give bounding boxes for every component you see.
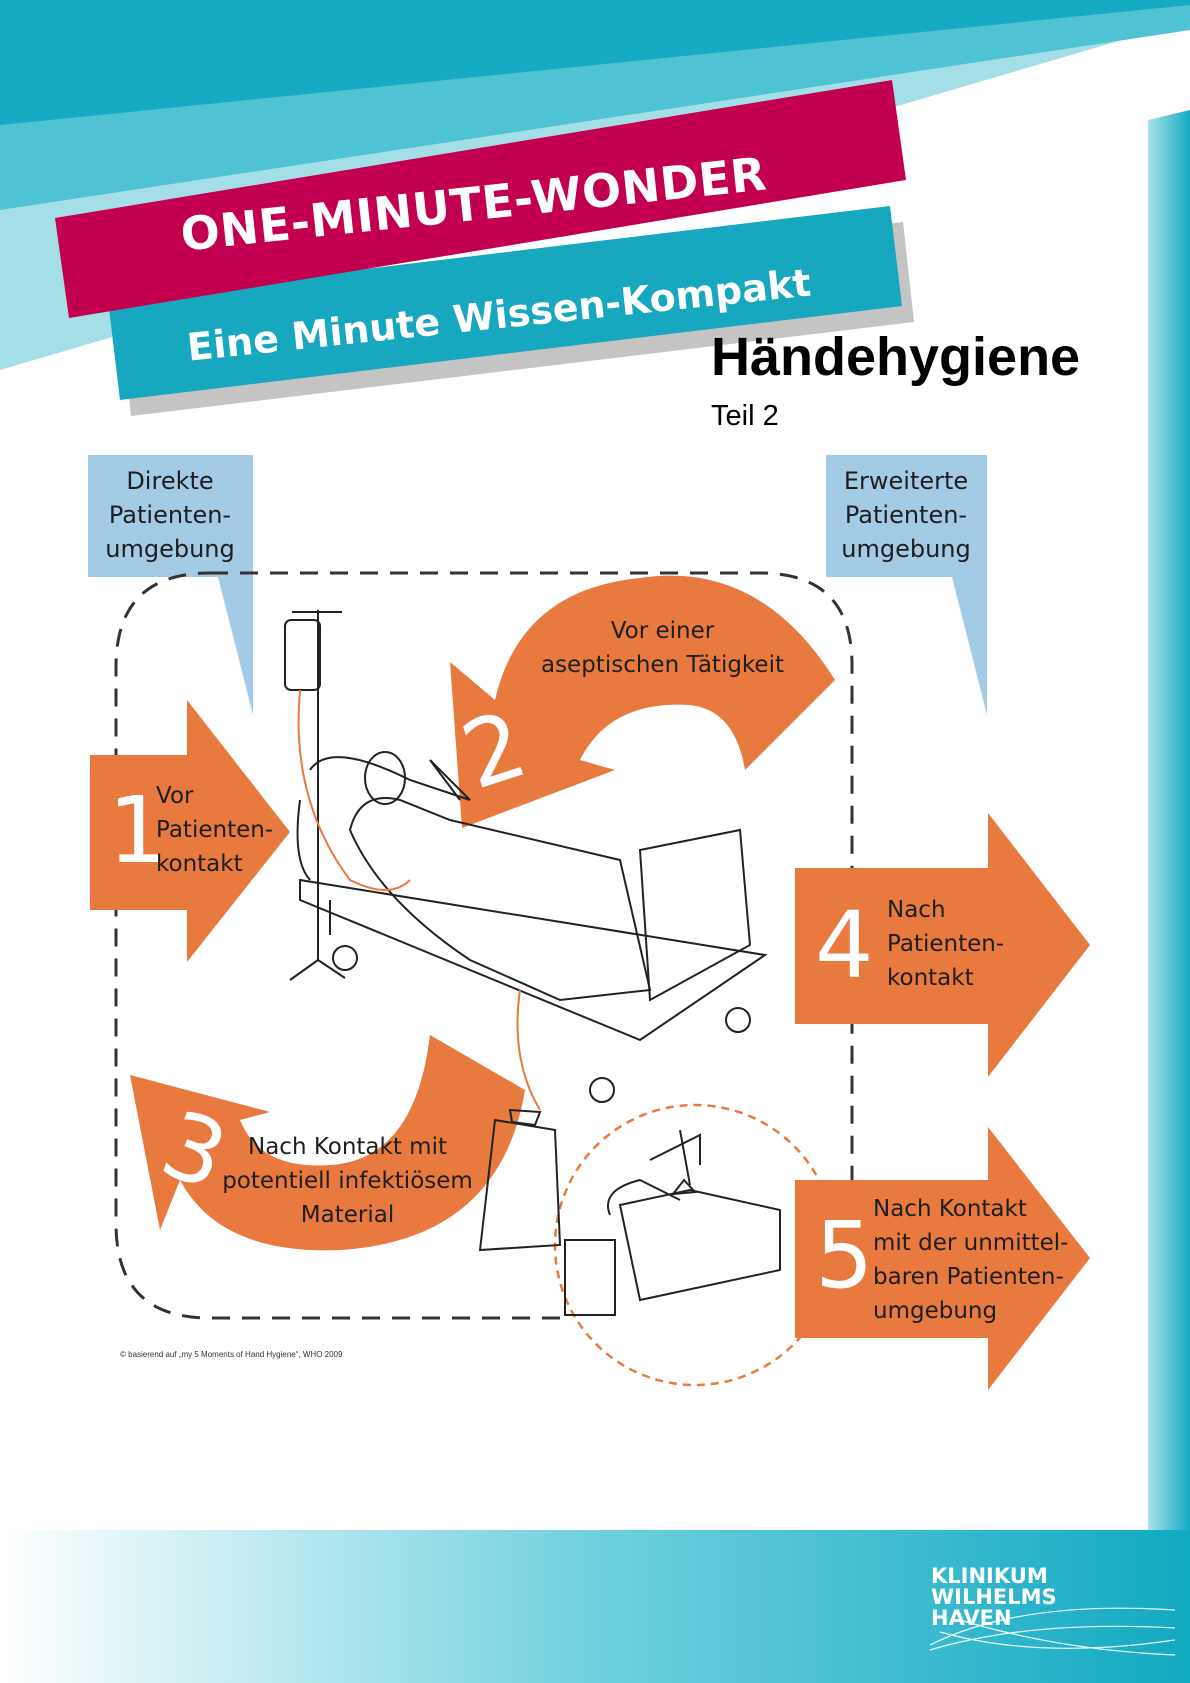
page-title: Händehygiene xyxy=(711,327,1081,387)
extended-zone-circle xyxy=(553,1103,837,1387)
zone-label-line: Erweiterte xyxy=(843,467,969,495)
moment-label-line: Nach xyxy=(887,897,946,923)
arrow-moment-2 xyxy=(450,575,835,828)
moment-label-line: potentiell infektiösem xyxy=(222,1168,473,1194)
logo-waves xyxy=(929,1607,1176,1656)
moment-label-line: aseptischen Tätigkeit xyxy=(540,652,784,678)
direct-zone-border xyxy=(114,571,854,1320)
moment-1-number: 1 xyxy=(108,777,167,884)
moment-label-line: Vor xyxy=(156,783,194,809)
banner-subtitle-bg xyxy=(108,206,902,400)
moment-label-line: Vor einer xyxy=(610,618,715,644)
banner-title-bg xyxy=(55,80,906,318)
clinic-logo: KLINIKUM WILHELMS HAVEN xyxy=(931,1566,1057,1629)
zone-box-extended xyxy=(826,455,987,715)
moment-label-line: kontakt xyxy=(887,965,974,991)
moment-label-line: Material xyxy=(300,1202,395,1228)
zone-label-line: Patienten- xyxy=(108,501,232,529)
zone-label-line: Patienten- xyxy=(844,501,968,529)
zone-label-extended: Erweiterte Patienten- umgebung xyxy=(826,464,986,566)
patient-bed-illustration xyxy=(284,610,768,1252)
copyright-note: © basierend auf „my 5 Moments of Hand Hy… xyxy=(120,1350,343,1359)
footer-band xyxy=(0,1530,1190,1683)
moment-label-line: Patienten- xyxy=(156,817,274,843)
moment-label-line: baren Patienten- xyxy=(873,1264,1064,1290)
zone-box-direct xyxy=(88,455,253,715)
zone-label-line: umgebung xyxy=(105,535,235,563)
logo-line: KLINIKUM xyxy=(931,1564,1048,1588)
zone-label-line: Direkte xyxy=(126,467,214,495)
moment-5-label: Nach Kontakt mit der unmittel- baren Pat… xyxy=(873,1192,1068,1328)
logo-line: WILHELMS xyxy=(931,1585,1057,1609)
moment-5-number: 5 xyxy=(815,1202,874,1309)
top-band-dark xyxy=(0,0,1190,125)
moment-3-label: Nach Kontakt mit potentiell infektiösem … xyxy=(215,1130,480,1232)
moment-4-number: 4 xyxy=(815,892,874,999)
right-strip xyxy=(1148,110,1190,1683)
moment-label-line: Patienten- xyxy=(887,931,1005,957)
moment-4-label: Nach Patienten- kontakt xyxy=(887,893,1004,995)
logo-line: HAVEN xyxy=(931,1606,1012,1630)
moment-label-line: Nach Kontakt mit xyxy=(248,1134,447,1160)
arrow-moment-4 xyxy=(795,813,1090,1077)
arrow-moment-1 xyxy=(90,700,290,962)
zone-label-direct: Direkte Patienten- umgebung xyxy=(90,464,250,566)
moment-label-line: kontakt xyxy=(156,851,243,877)
moment-1-label: Vor Patienten- kontakt xyxy=(156,779,273,881)
moment-2-label: Vor einer aseptischen Tätigkeit xyxy=(535,614,790,682)
page-subtitle: Teil 2 xyxy=(711,400,779,432)
room-bed-illustration xyxy=(564,1129,781,1316)
moment-label-line: umgebung xyxy=(873,1298,998,1324)
arrow-moment-5 xyxy=(795,1127,1090,1390)
zone-label-line: umgebung xyxy=(841,535,971,563)
moment-label-line: mit der unmittel- xyxy=(873,1230,1069,1256)
arrow-moment-3 xyxy=(130,1035,525,1251)
moment-label-line: Nach Kontakt xyxy=(873,1196,1027,1222)
